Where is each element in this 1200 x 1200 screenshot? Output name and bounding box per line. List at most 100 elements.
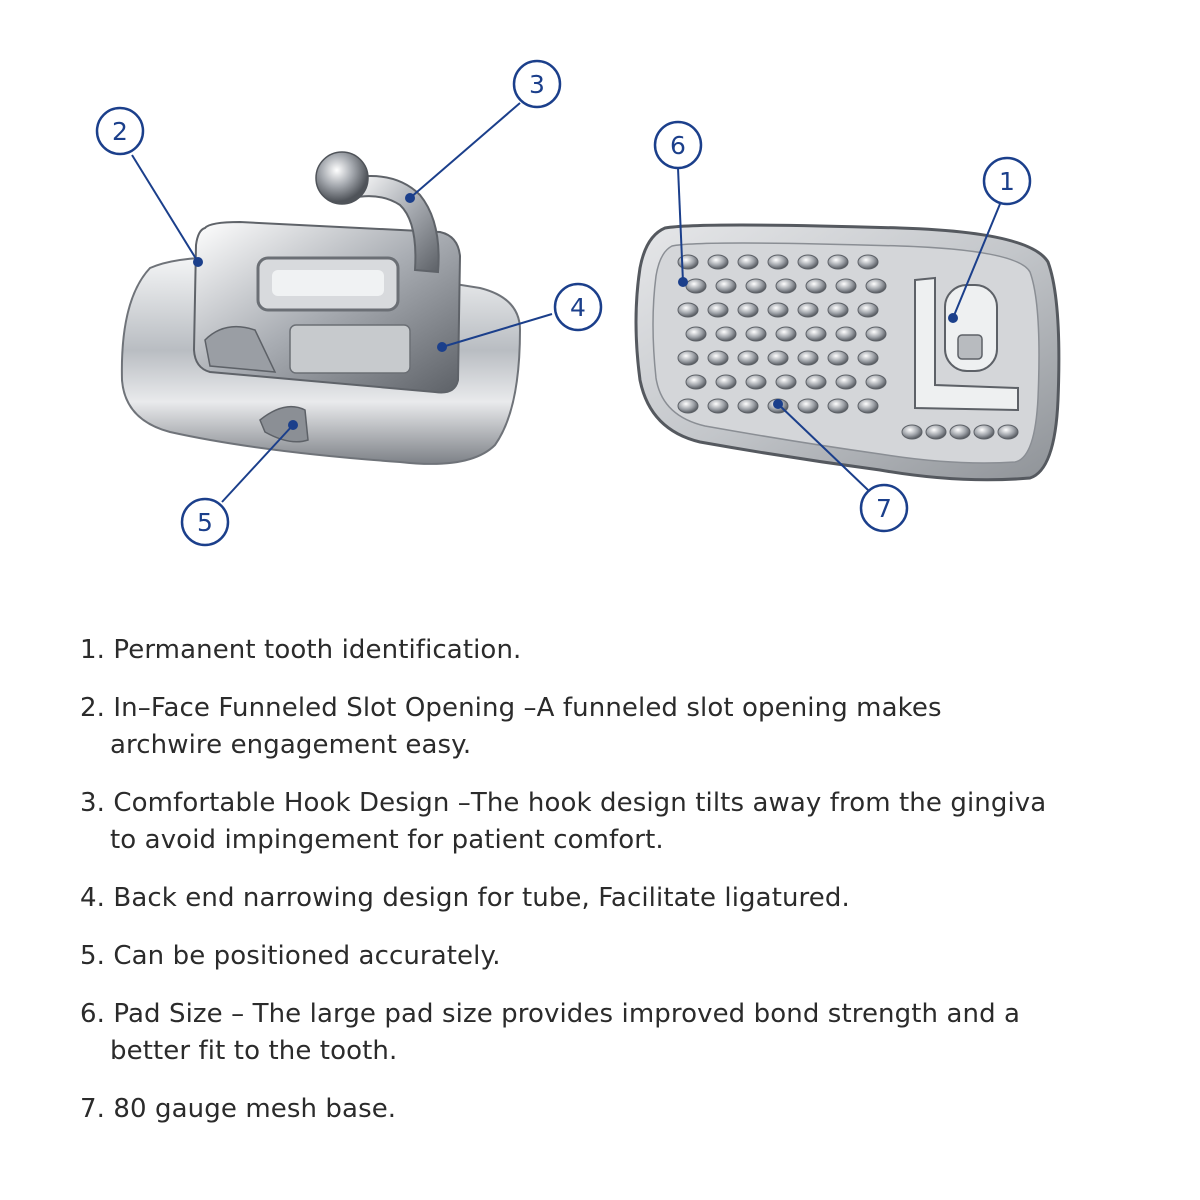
mesh-dot: [797, 302, 819, 318]
mesh-dot: [805, 326, 827, 342]
mesh-dot: [707, 398, 729, 414]
badge-7: 7: [859, 483, 909, 533]
callout-anchors: [193, 193, 958, 430]
mesh-dot: [797, 398, 819, 414]
feature-item: 1. Permanent tooth identification.: [80, 632, 1170, 669]
tooth-id-mark: [914, 276, 1019, 412]
mesh-dot: [685, 374, 707, 390]
mesh-dot: [949, 424, 971, 440]
leader-5: [221, 424, 294, 503]
tube-hook: [348, 175, 440, 274]
badge-3-label: 3: [529, 70, 545, 99]
mesh-dot: [827, 254, 849, 270]
mesh-dot: [707, 254, 729, 270]
badge-4: 4: [553, 282, 603, 332]
leader-1: [952, 203, 1001, 319]
feature-item: 3. Comfortable Hook Design –The hook des…: [80, 785, 1170, 859]
feature-number: 7.: [80, 1094, 106, 1124]
feature-text: Comfortable Hook Design –The hook design…: [113, 788, 1047, 818]
product-figure: 1 2 3 4 5 6 7: [95, 59, 1061, 547]
mesh-dot: [925, 424, 947, 440]
mesh-dot: [835, 278, 857, 294]
feature-list: 1. Permanent tooth identification. 2. In…: [80, 632, 1170, 1149]
callout-badges: 1 2 3 4 5 6 7: [95, 59, 1032, 547]
mesh-dot: [767, 302, 789, 318]
mesh-dot: [827, 302, 849, 318]
mesh-dot: [997, 424, 1019, 440]
feature-item: 2. In–Face Funneled Slot Opening –A funn…: [80, 690, 1170, 764]
feature-text-continued: to avoid impingement for patient comfort…: [110, 825, 664, 855]
feature-number: 4.: [80, 883, 106, 913]
mesh-dot: [715, 278, 737, 294]
mesh-dot: [745, 374, 767, 390]
feature-item: 4. Back end narrowing design for tube, F…: [80, 880, 1170, 917]
feature-number: 1.: [80, 635, 106, 665]
mesh-dot: [677, 398, 699, 414]
mesh-dot: [865, 278, 887, 294]
mesh-dot: [737, 302, 759, 318]
mesh-dot: [767, 254, 789, 270]
leader-7: [777, 403, 869, 491]
mesh-dot: [797, 254, 819, 270]
mesh-dot: [805, 374, 827, 390]
feature-text: In–Face Funneled Slot Opening –A funnele…: [113, 693, 942, 723]
mesh-dot: [677, 350, 699, 366]
mesh-dot: [865, 326, 887, 342]
mesh-dot: [835, 374, 857, 390]
badge-2: 2: [95, 106, 145, 156]
mesh-dot: [685, 278, 707, 294]
mesh-dots: [677, 254, 1019, 440]
mesh-dot: [745, 326, 767, 342]
mesh-dot: [715, 374, 737, 390]
mesh-dot: [775, 326, 797, 342]
badge-6-label: 6: [670, 131, 686, 160]
buccal-tube-illustration: [120, 151, 522, 465]
mesh-dot: [857, 302, 879, 318]
leader-2: [131, 154, 199, 263]
feature-text: 80 gauge mesh base.: [113, 1094, 397, 1124]
mesh-dot: [857, 254, 879, 270]
mesh-dot: [775, 374, 797, 390]
mesh-dot: [707, 302, 729, 318]
badge-3: 3: [512, 59, 562, 109]
badge-4-label: 4: [570, 293, 586, 322]
feature-item: 7. 80 gauge mesh base.: [80, 1091, 1170, 1128]
mesh-dot: [805, 278, 827, 294]
feature-text: Back end narrowing design for tube, Faci…: [113, 883, 850, 913]
mesh-dot: [685, 326, 707, 342]
badge-5-label: 5: [197, 508, 213, 537]
mesh-dot: [835, 326, 857, 342]
badge-7-label: 7: [876, 494, 892, 523]
mesh-dot: [865, 374, 887, 390]
leader-4: [441, 313, 553, 348]
mesh-dot: [797, 350, 819, 366]
mesh-dot: [677, 302, 699, 318]
feature-text: Permanent tooth identification.: [113, 635, 522, 665]
feature-item: 5. Can be positioned accurately.: [80, 938, 1170, 975]
mesh-dot: [857, 398, 879, 414]
feature-text: Pad Size – The large pad size provides i…: [113, 999, 1021, 1029]
mesh-dot: [857, 350, 879, 366]
mesh-dot: [737, 254, 759, 270]
mesh-dot: [767, 350, 789, 366]
mesh-dot: [775, 278, 797, 294]
mesh-dot: [737, 350, 759, 366]
badge-1-label: 1: [999, 167, 1015, 196]
mesh-dot: [707, 350, 729, 366]
feature-text-continued: archwire engagement easy.: [110, 730, 472, 760]
callout-leaders: [131, 102, 1001, 503]
badge-2-label: 2: [112, 117, 128, 146]
mesh-pad-illustration: [634, 223, 1061, 482]
leader-3: [409, 102, 521, 199]
hook-ball: [315, 151, 369, 205]
mesh-dot: [827, 398, 849, 414]
badge-6: 6: [653, 120, 703, 170]
mesh-dot: [973, 424, 995, 440]
feature-number: 6.: [80, 999, 106, 1029]
badge-5: 5: [180, 497, 230, 547]
feature-text: Can be positioned accurately.: [113, 941, 501, 971]
feature-number: 3.: [80, 788, 106, 818]
feature-number: 5.: [80, 941, 106, 971]
leader-6: [677, 167, 684, 283]
feature-number: 2.: [80, 693, 106, 723]
